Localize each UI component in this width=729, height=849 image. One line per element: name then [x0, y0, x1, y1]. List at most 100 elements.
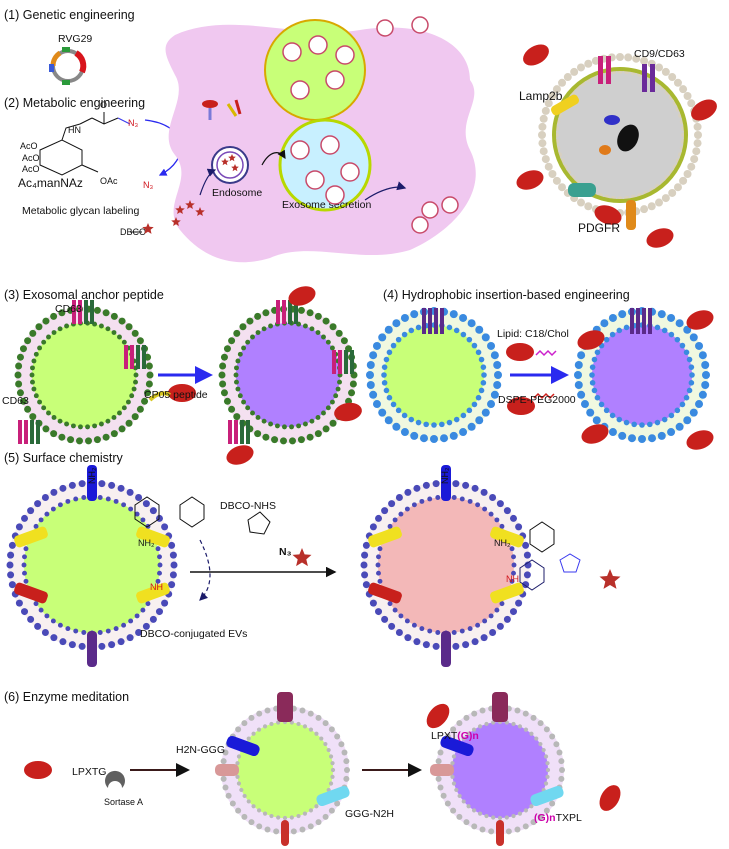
- lipid-head: [262, 309, 270, 317]
- lipid-head: [136, 337, 144, 345]
- lipid-head: [344, 767, 350, 773]
- lipid-head-inner: [105, 628, 111, 634]
- lipid-head: [369, 523, 377, 531]
- lipid-head-inner: [529, 804, 534, 809]
- lipid-head: [58, 309, 66, 317]
- lipid-head-inner: [475, 502, 481, 508]
- lipid-head: [522, 823, 529, 830]
- lipid-head-inner: [328, 754, 334, 759]
- lipid-head-inner: [97, 495, 103, 500]
- lipid-head: [538, 122, 547, 131]
- lipid-head-inner: [504, 815, 509, 820]
- lipid-head-inner: [289, 424, 294, 430]
- lipid-head-inner: [488, 511, 494, 517]
- lipid-head: [15, 362, 23, 370]
- lipid-head-inner: [237, 351, 243, 357]
- lipid-head: [608, 428, 617, 437]
- lipid-head-inner: [484, 813, 489, 819]
- lipid-head: [108, 641, 116, 649]
- lipid-head-inner: [439, 421, 445, 428]
- lipid-head: [235, 807, 242, 814]
- cd63-protein: [84, 300, 88, 324]
- lipid-head: [297, 436, 305, 444]
- lipid-head: [322, 813, 329, 820]
- lipid-head-inner: [591, 387, 598, 394]
- mvb-vesicle: [290, 140, 310, 160]
- lipid-head-inner: [499, 523, 505, 529]
- lipid-head: [462, 641, 470, 649]
- lipid-head: [256, 823, 263, 830]
- lipid-head: [8, 581, 16, 589]
- lipid-head: [544, 99, 553, 108]
- lipid-head-inner: [509, 578, 515, 584]
- membrane-protein-yellow: [136, 582, 170, 604]
- lipid-head-inner: [129, 393, 135, 399]
- lipid-head: [627, 434, 636, 443]
- lipid-head-inner: [411, 622, 417, 628]
- lipid-head-inner: [330, 761, 335, 766]
- lipid-head-inner: [121, 339, 127, 345]
- lipid-head: [246, 317, 254, 325]
- lipid-head: [322, 425, 330, 433]
- lipid-head-inner: [251, 804, 256, 809]
- targeting-ligand: [686, 310, 714, 330]
- lipid-head-inner: [654, 419, 661, 426]
- lipid-head: [59, 638, 67, 646]
- lipid-head-inner: [31, 386, 37, 392]
- lipid-head-inner: [251, 731, 256, 736]
- lipid-head: [220, 389, 228, 397]
- lipid-head: [655, 63, 663, 72]
- lipid-head-inner: [315, 330, 321, 335]
- lipid-head-inner: [246, 799, 251, 804]
- lipid-head-inner: [451, 495, 457, 500]
- lipid-head-inner: [480, 380, 487, 386]
- lipid-head: [50, 634, 58, 642]
- cargo-star: [142, 223, 154, 234]
- cd63-protein: [36, 420, 40, 444]
- txpl-label: (G)nTXPL: [534, 812, 582, 824]
- lipid-head-inner: [383, 387, 390, 394]
- lipid-head: [50, 312, 58, 320]
- lipid-head-inner: [543, 781, 549, 786]
- lipid-head: [701, 381, 710, 390]
- lipid-head: [7, 551, 15, 559]
- panel1-title: (1) Genetic engineering: [4, 8, 135, 22]
- lipid-head-inner: [446, 324, 453, 331]
- lipid-head: [117, 638, 125, 646]
- vesicle-lumen: [378, 497, 514, 633]
- lipid-head-inner: [111, 330, 117, 335]
- lipid-head: [256, 710, 263, 717]
- membrane-protein-yellow: [490, 526, 524, 548]
- lipid-head: [480, 488, 488, 496]
- lipid-head: [413, 484, 421, 492]
- lipid-head: [475, 325, 484, 334]
- lipid-head-inner: [44, 613, 50, 619]
- lipid-head: [225, 792, 232, 799]
- lipid-head: [444, 800, 451, 807]
- lipid-head: [432, 480, 440, 488]
- lipid-head-inner: [329, 399, 335, 405]
- lipid-head: [422, 481, 430, 489]
- lipid-head-inner: [376, 570, 381, 576]
- lipid-head-inner: [484, 721, 489, 727]
- lipid-head-inner: [30, 379, 35, 385]
- lipid-head-inner: [326, 747, 331, 753]
- lipid-head-inner: [598, 401, 605, 408]
- lipid-head-inner: [308, 808, 314, 813]
- lipid-head: [679, 176, 688, 185]
- lipid-head: [322, 317, 330, 325]
- lipid-head: [683, 92, 692, 100]
- azide-label-1: N₃: [128, 118, 139, 128]
- lipid-head-inner: [401, 412, 408, 419]
- lipid-head: [118, 425, 126, 433]
- inner-leaflet: [552, 67, 688, 203]
- lipid-head: [695, 400, 704, 409]
- cd63-protein: [30, 420, 34, 444]
- lipid-head-inner: [459, 628, 465, 634]
- lipid-head-inner: [478, 356, 485, 363]
- lipid-head-inner: [309, 418, 315, 424]
- lipid-head: [335, 329, 343, 337]
- lipid-head: [125, 419, 133, 427]
- lipid-head: [21, 608, 29, 616]
